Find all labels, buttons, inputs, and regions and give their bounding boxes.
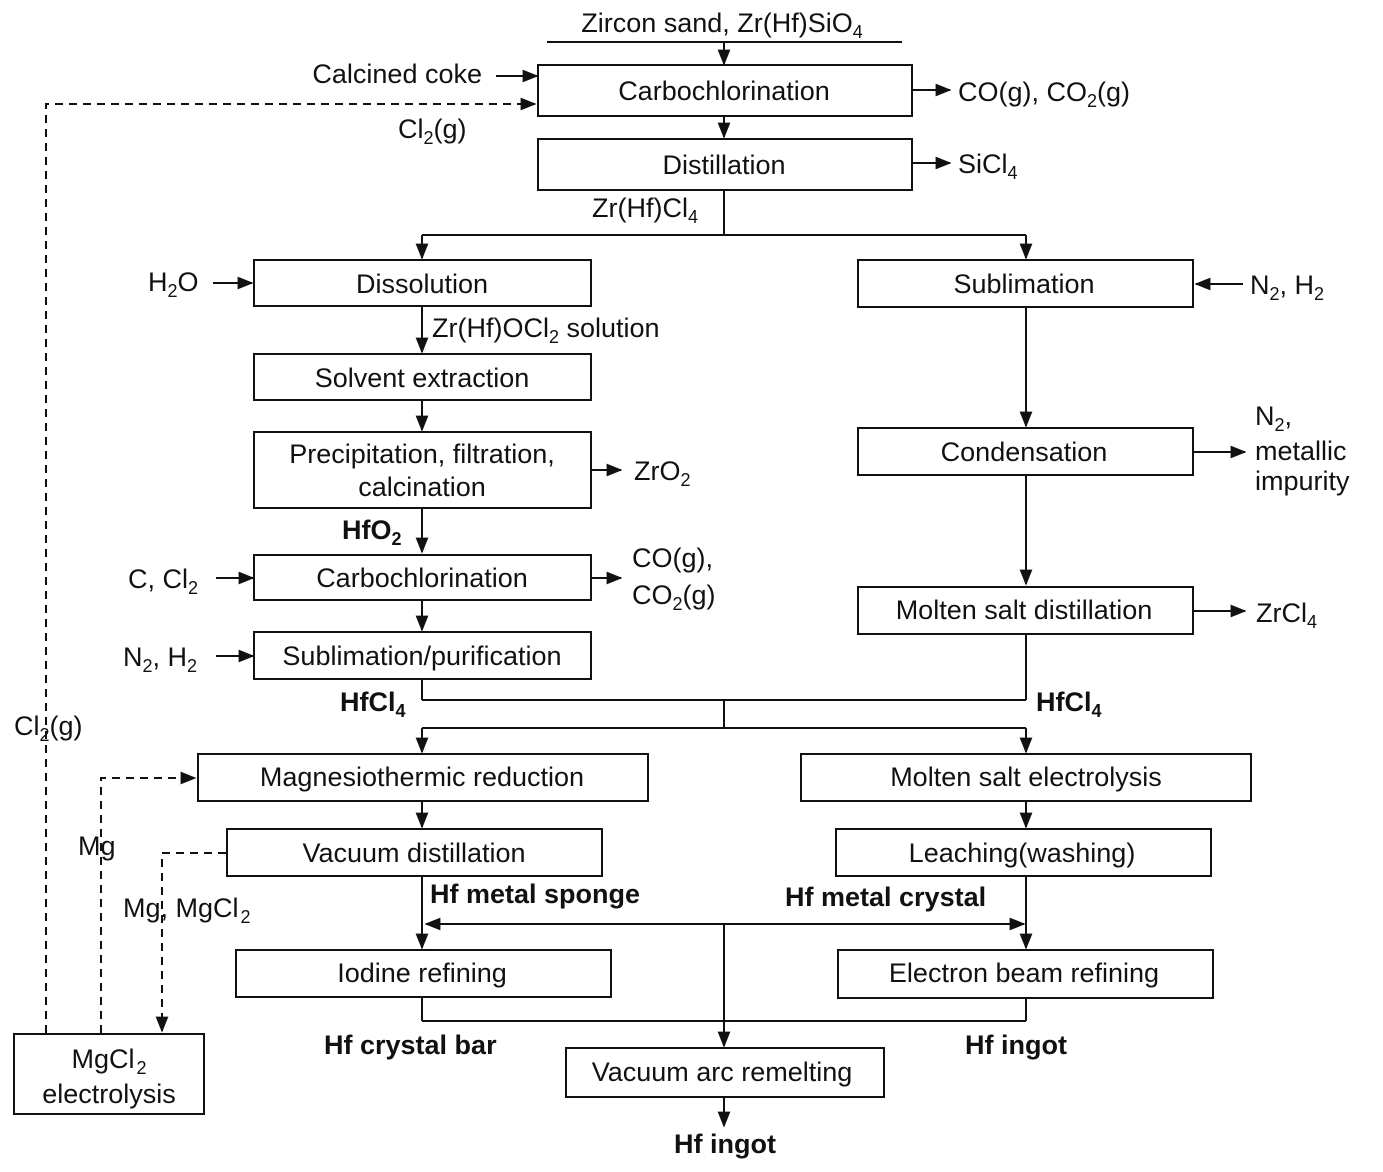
distillation-label: Distillation (662, 150, 785, 180)
distillation-box (537, 138, 913, 191)
hf-metal-crystal-label: Hf metal crystal (785, 882, 986, 912)
zrhfcl4-label: Zr(Hf)Cl4 (592, 193, 698, 227)
magnesiothermic-reduction-box (197, 753, 649, 802)
hfo2-label: HfO2 (342, 515, 402, 549)
carbochlorination-hf-box (253, 554, 592, 601)
vacuum-distillation-label: Vacuum distillation (302, 838, 525, 868)
sublimation-box (857, 259, 1194, 308)
condensation-box (857, 427, 1194, 476)
hf-crystal-bar-label: Hf crystal bar (324, 1030, 497, 1060)
co-label-line1: CO(g), (632, 543, 713, 573)
hfcl4-right-label: HfCl4 (1036, 687, 1102, 721)
molten-salt-distillation-box (857, 586, 1194, 635)
c-cl2-label: C, Cl2 (128, 564, 198, 598)
process-boxes (13, 64, 1252, 1115)
iodine-refining-label: Iodine refining (337, 958, 507, 988)
iodine-refining-box (235, 949, 612, 998)
impurity-label: impurity (1255, 466, 1350, 496)
solvent-extraction-label: Solvent extraction (315, 363, 530, 393)
vacuum-distillation-box (226, 828, 603, 877)
solvent-extraction-box (253, 353, 592, 401)
carbochlorination-hf-label: Carbochlorination (316, 563, 528, 593)
cl2-recycle-label: Cl2(g) (398, 114, 467, 148)
carbochlorination-top-label: Carbochlorination (618, 76, 830, 106)
electron-beam-refining-label: Electron beam refining (889, 958, 1159, 988)
dissolution-label: Dissolution (356, 269, 488, 299)
leaching-box (835, 828, 1212, 877)
co2-label-line2: CO2(g) (632, 580, 716, 614)
h2o-label: H2O (148, 267, 199, 301)
zro2-label: ZrO2 (634, 456, 691, 490)
stream-labels: Zr(Hf)Cl4 Zr(Hf)OCl2 solution HfO2 HfCl4… (14, 193, 1102, 1159)
hf-metal-sponge-label: Hf metal sponge (430, 879, 640, 909)
precipitation-label-line2: calcination (358, 472, 486, 502)
calcined-coke-label: Calcined coke (312, 59, 482, 89)
sublimation-purification-label: Sublimation/purification (282, 641, 561, 671)
dissolution-box (253, 259, 592, 307)
leaching-label: Leaching(washing) (909, 838, 1136, 868)
cl2-side-label: Cl2(g) (14, 711, 83, 745)
molten-salt-electrolysis-label: Molten salt electrolysis (890, 762, 1162, 792)
zrcl4-label: ZrCl4 (1256, 598, 1317, 632)
magnesiothermic-reduction-label: Magnesiothermic reduction (260, 762, 584, 792)
electron-beam-refining-box (837, 949, 1214, 999)
n2-h2-right-label: N2, H2 (1250, 270, 1324, 304)
zrhfocl2-solution-label: Zr(Hf)OCl2 solution (432, 313, 660, 347)
vacuum-arc-remelting-label: Vacuum arc remelting (592, 1057, 853, 1087)
output-labels: CO(g), CO2(g) SiCl4 ZrO2 CO(g), CO2(g) N… (632, 77, 1350, 632)
metallic-label: metallic (1255, 436, 1347, 466)
mgcl2-electrolysis-label-line2: electrolysis (42, 1079, 176, 1109)
molten-salt-distillation-label: Molten salt distillation (896, 595, 1153, 625)
input-labels: Zircon sand, Zr(Hf)SiO4 Calcined coke Cl… (123, 8, 1324, 676)
recycle-lines (45, 97, 537, 1033)
hfcl4-left-label: HfCl4 (340, 687, 406, 721)
n2-condensation-label: N2, (1255, 401, 1292, 435)
co-co2-top-label: CO(g), CO2(g) (958, 77, 1130, 111)
condensation-label: Condensation (941, 437, 1108, 467)
hf-ingot-final-label: Hf ingot (674, 1129, 776, 1159)
n2-h2-left-label: N2, H2 (123, 642, 197, 676)
molten-salt-electrolysis-box (800, 753, 1252, 802)
sicl4-label: SiCl4 (958, 149, 1018, 183)
sublimation-label: Sublimation (953, 269, 1094, 299)
precipitation-label-line1: Precipitation, filtration, (289, 439, 555, 469)
sublimation-purification-box (253, 631, 592, 680)
vacuum-arc-remelting-box (565, 1047, 885, 1098)
mgcl2-electrolysis-box (13, 1033, 205, 1115)
box-labels: Carbochlorination Distillation Dissoluti… (42, 76, 1162, 1109)
connectors (213, 41, 1247, 1128)
precipitation-box (253, 431, 592, 509)
zircon-sand-label: Zircon sand, Zr(Hf)SiO4 (581, 8, 863, 42)
carbochlorination-top-box (537, 64, 913, 117)
mg-label: Mg (78, 831, 116, 861)
hf-ingot-mid-label: Hf ingot (965, 1030, 1067, 1060)
